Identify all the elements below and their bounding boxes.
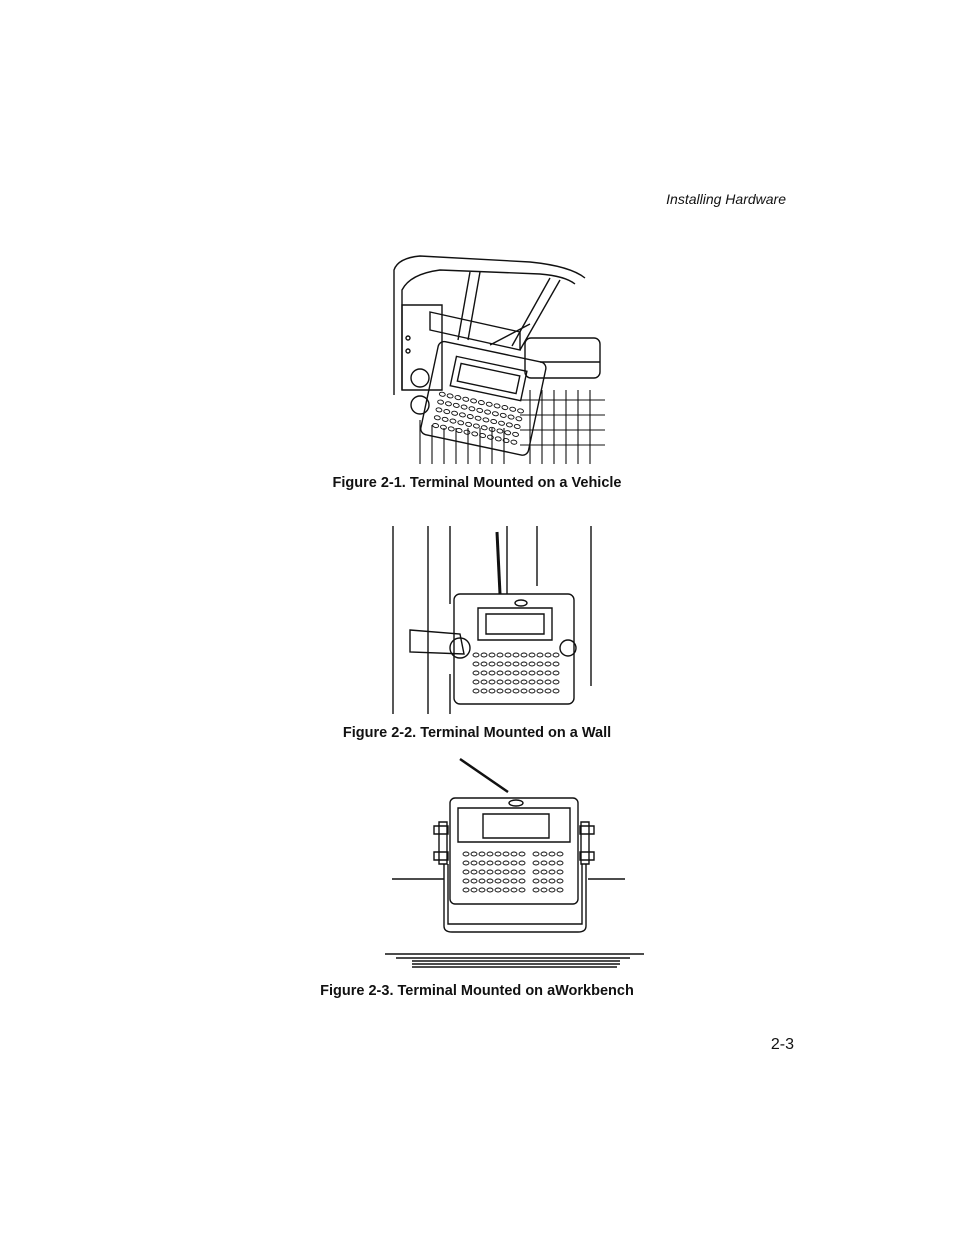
figure-vehicle-illustration bbox=[380, 250, 610, 466]
running-header: Installing Hardware bbox=[666, 191, 786, 207]
figure-workbench-illustration bbox=[382, 756, 644, 970]
figure-caption: Figure 2-1. Terminal Mounted on a Vehicl… bbox=[332, 475, 622, 491]
figure-caption: Figure 2-2. Terminal Mounted on a Wall bbox=[342, 725, 612, 741]
figure-caption: Figure 2-3. Terminal Mounted on aWorkben… bbox=[320, 983, 634, 999]
page-number: 2-3 bbox=[770, 1036, 794, 1053]
figure-wall-illustration bbox=[390, 524, 600, 716]
